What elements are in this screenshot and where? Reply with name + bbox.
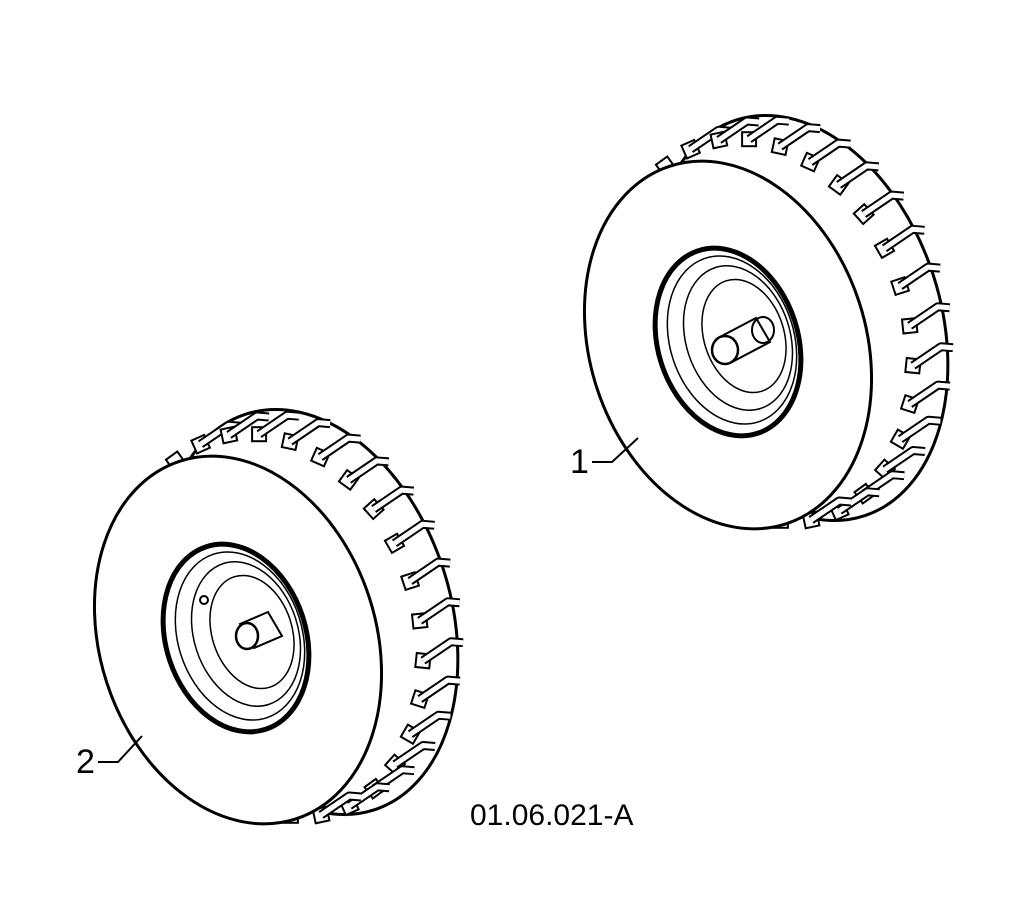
tread-chevron-face xyxy=(288,420,331,444)
tread-chevron-face xyxy=(227,413,270,438)
tread-chevron-face xyxy=(418,599,460,623)
tread-chevron-face xyxy=(778,125,821,149)
callout-2: 2 xyxy=(76,735,143,781)
tread-chevron-face xyxy=(883,448,926,472)
tread-chevron-face xyxy=(319,793,362,818)
callout-2-leader xyxy=(98,735,143,763)
tread-chevron-face xyxy=(418,677,461,702)
tread-chevron-face xyxy=(883,226,925,251)
wheel-1 xyxy=(582,114,954,531)
tread-chevron-face xyxy=(837,163,879,187)
tread-chevron-face xyxy=(908,382,951,407)
tread-chevron-face xyxy=(421,639,464,663)
callout-2-label: 2 xyxy=(76,743,95,781)
callout-1-leader xyxy=(592,437,639,463)
tread-chevron-face xyxy=(393,743,436,767)
tread-chevron-face xyxy=(862,192,904,217)
tread-chevron-face xyxy=(808,140,851,165)
tread-chevron-face xyxy=(257,412,300,437)
tread-chevron-face xyxy=(372,767,415,791)
wheel-2 xyxy=(92,408,464,826)
tread-chevron-face xyxy=(393,521,435,546)
tread-chevron-face xyxy=(408,559,451,584)
tread-chevron-face xyxy=(372,487,414,512)
tread-chevron-face xyxy=(318,435,361,460)
tread-chevron-face xyxy=(717,118,760,143)
tread-chevron-face xyxy=(347,458,389,482)
callout-1: 1 xyxy=(570,437,639,481)
tread-chevron-face xyxy=(809,498,852,523)
tread-chevron-face xyxy=(911,344,954,368)
tread-chevron-face xyxy=(908,304,950,328)
tread-chevron-face xyxy=(408,712,451,737)
tread-chevron-face xyxy=(747,117,790,142)
wheel-2-axle xyxy=(234,610,284,651)
tread-chevron-face xyxy=(898,264,941,289)
callout-1-label: 1 xyxy=(570,443,589,481)
figure-reference-code: 01.06.021-A xyxy=(470,799,633,832)
tread-chevron-face xyxy=(898,417,941,442)
wheel-1-axle xyxy=(710,316,775,366)
tread-chevron-face xyxy=(862,472,905,496)
